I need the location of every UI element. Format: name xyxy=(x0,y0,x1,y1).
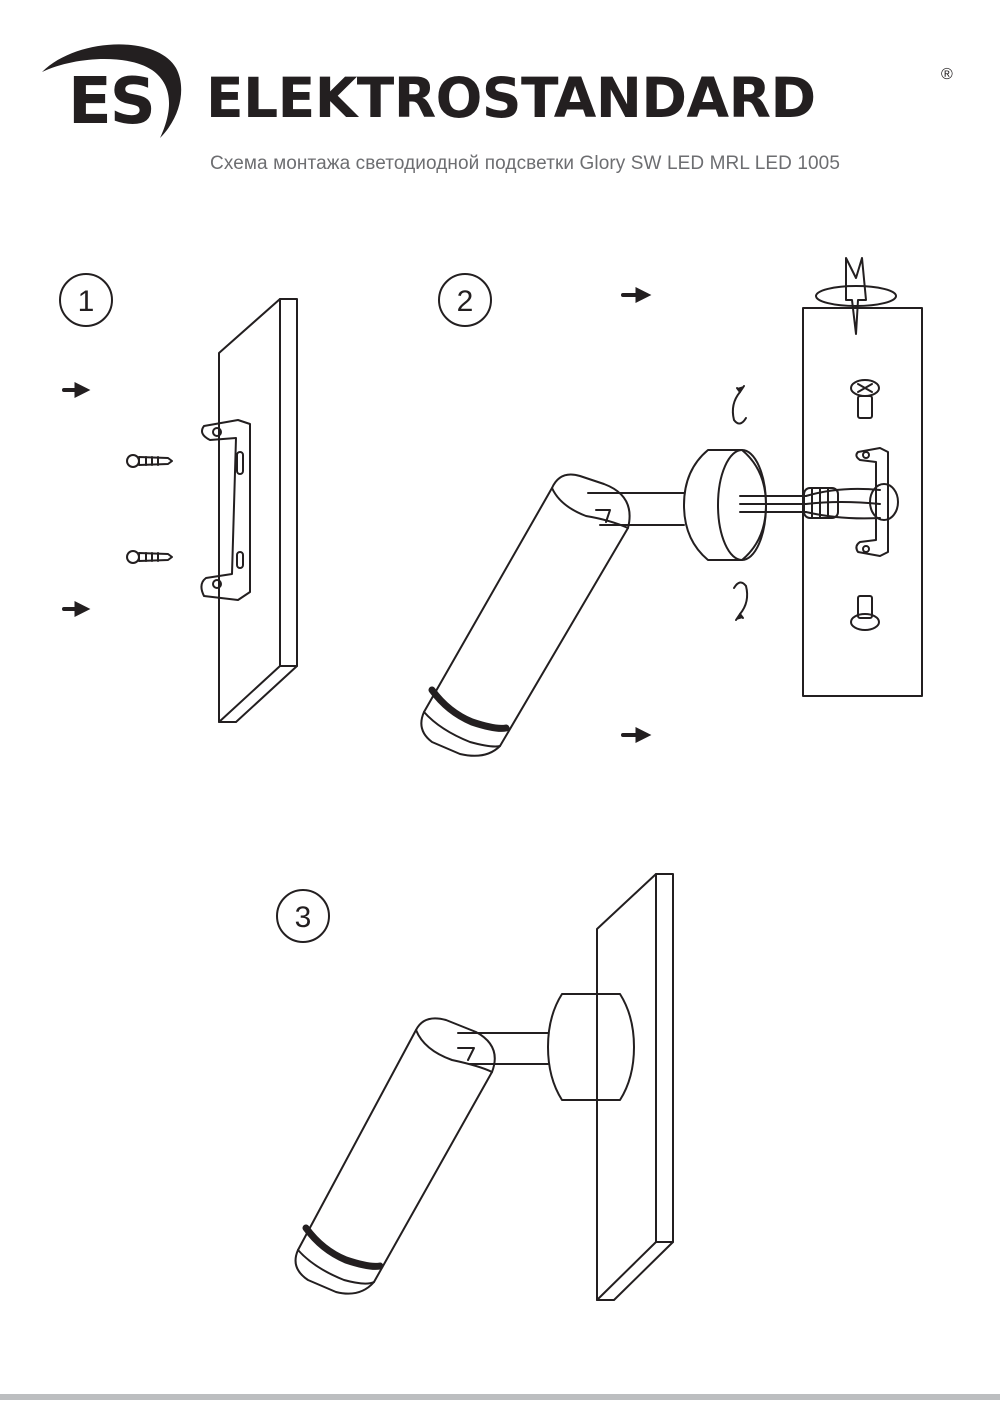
brand-name: ELEKTROSTANDARD xyxy=(206,66,816,130)
screw-icon xyxy=(126,550,173,564)
wall-panel-icon xyxy=(596,873,674,1301)
screw-icon xyxy=(850,379,880,419)
page-bottom-rule xyxy=(0,1394,1000,1400)
rotate-arrow-icon xyxy=(736,385,745,393)
step-3-badge xyxy=(276,889,330,943)
spotlight-icon xyxy=(294,1017,496,1295)
canopy-icon xyxy=(547,993,635,1101)
spotlight-icon xyxy=(420,473,631,757)
rotate-arrow-icon xyxy=(735,613,744,621)
document-subtitle: Схема монтажа светодиодной подсветки Glo… xyxy=(210,153,840,174)
step-2: 2 xyxy=(420,257,923,757)
step-1-badge xyxy=(59,273,113,327)
step-2-badge xyxy=(438,273,492,327)
step-3: 3 xyxy=(276,873,674,1301)
mounting-bracket-icon xyxy=(200,419,251,601)
logo-mark: ES xyxy=(68,65,156,139)
wall-panel-icon xyxy=(218,298,298,723)
step-3-number: 3 xyxy=(295,901,312,934)
rotate-arrow-icon xyxy=(731,391,747,425)
logo-swoosh-icon xyxy=(42,44,182,138)
screw-icon xyxy=(126,454,173,468)
canopy-icon xyxy=(683,449,767,561)
step-1: 1 xyxy=(59,273,298,723)
step-1-number: 1 xyxy=(78,285,95,318)
step-2-number: 2 xyxy=(457,285,474,318)
rotate-arrow-icon xyxy=(733,581,749,615)
mounting-bracket-icon xyxy=(855,447,899,557)
screw-icon xyxy=(850,595,880,631)
rotate-arrow-icon xyxy=(815,257,897,335)
registered-mark: ® xyxy=(941,66,953,83)
wire-connector-icon xyxy=(739,487,881,520)
